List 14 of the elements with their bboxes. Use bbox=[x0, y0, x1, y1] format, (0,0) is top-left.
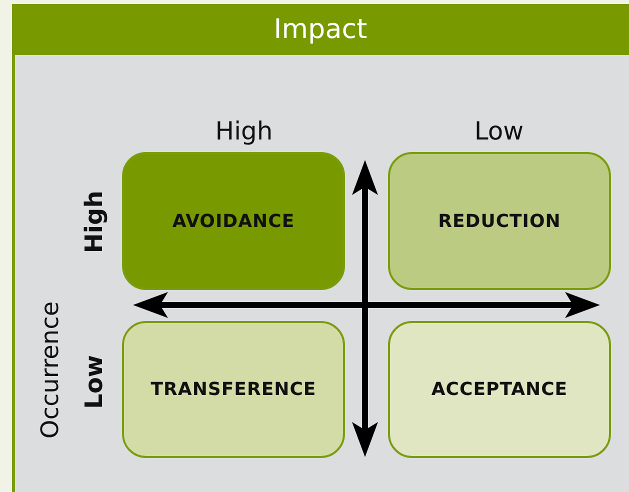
strategy-box bbox=[388, 152, 611, 290]
axis-label: Low bbox=[80, 355, 108, 409]
strategy-label: ACCEPTANCE bbox=[431, 379, 568, 400]
axis-label: Low bbox=[474, 116, 524, 146]
strategy-box bbox=[122, 321, 345, 458]
strategy-label: REDUCTION bbox=[438, 210, 561, 232]
axis-label: High bbox=[80, 190, 108, 254]
panel-header: Impact bbox=[12, 4, 629, 55]
strategy-label: TRANSFERENCE bbox=[150, 379, 316, 400]
axis-label: High bbox=[215, 116, 273, 146]
strategy-box bbox=[388, 321, 611, 458]
strategy-label: AVOIDANCE bbox=[172, 210, 295, 232]
strategy-box bbox=[122, 152, 345, 290]
axis-label: Occurrence bbox=[36, 301, 64, 439]
